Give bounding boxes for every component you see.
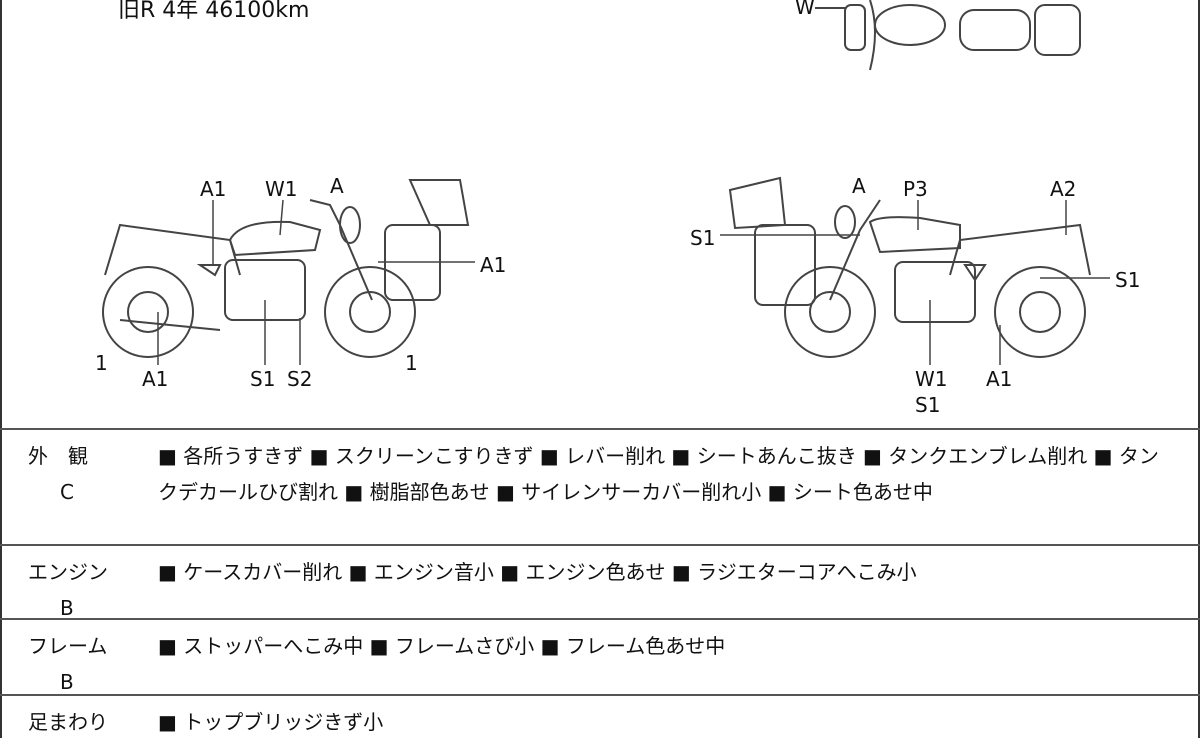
row-label: 足まわり [28, 710, 108, 734]
top-view-motorcycle [815, 0, 1081, 71]
row-label: フレーム [28, 634, 108, 658]
sheet-frame [0, 0, 1200, 738]
left-side-motorcycle [102, 179, 470, 358]
row-label: エンジン [28, 560, 108, 584]
label-top-w: W [795, 0, 815, 19]
vehicle-info: 旧R 4年 46100km [118, 0, 310, 23]
label: A [330, 174, 344, 198]
label: S1 [690, 226, 715, 250]
label: A1 [142, 367, 168, 391]
label: S2 [287, 367, 312, 391]
label: S1 [915, 393, 940, 417]
damage-diagram: W A1 W1 A A1 1 A1 S1 S2 1 A P3 A2 S1 S1 … [95, 0, 1140, 417]
row-items: ■ トップブリッジきず小 [158, 710, 384, 734]
row-grade: B [60, 596, 74, 620]
row-grade: C [60, 480, 74, 504]
label: 1 [405, 351, 418, 375]
row-exterior: 外 観 C ■ 各所うすきず ■ スクリーンこすりきず ■ レバー削れ ■ シート… [0, 428, 1200, 546]
row-items: ■ 各所うすきず ■ スクリーンこすりきず ■ レバー削れ ■ シートあんこ抜き… [158, 444, 1159, 504]
label: P3 [903, 177, 928, 201]
label: S1 [250, 367, 275, 391]
label: W1 [915, 367, 948, 391]
right-side-motorcycle [728, 176, 1091, 358]
row-items: ■ ストッパーへこみ中 ■ フレームさび小 ■ フレーム色あせ中 [158, 634, 726, 658]
row-items: ■ ケースカバー削れ ■ エンジン音小 ■ エンジン色あせ ■ ラジエターコアへ… [158, 560, 917, 584]
label: A [852, 174, 866, 198]
label: S1 [1115, 268, 1140, 292]
label: 1 [95, 351, 108, 375]
row-frame: フレーム B ■ ストッパーへこみ中 ■ フレームさび小 ■ フレーム色あせ中 [0, 618, 1200, 696]
label: A1 [480, 253, 506, 277]
label: A1 [986, 367, 1012, 391]
label: A1 [200, 177, 226, 201]
row-engine: エンジン B ■ ケースカバー削れ ■ エンジン音小 ■ エンジン色あせ ■ ラジ… [0, 544, 1200, 620]
row-label: 外 観 [28, 444, 88, 468]
row-suspension: 足まわり ■ トップブリッジきず小 [0, 694, 1200, 756]
label: A2 [1050, 177, 1076, 201]
label: W1 [265, 177, 298, 201]
row-grade: B [60, 670, 74, 694]
